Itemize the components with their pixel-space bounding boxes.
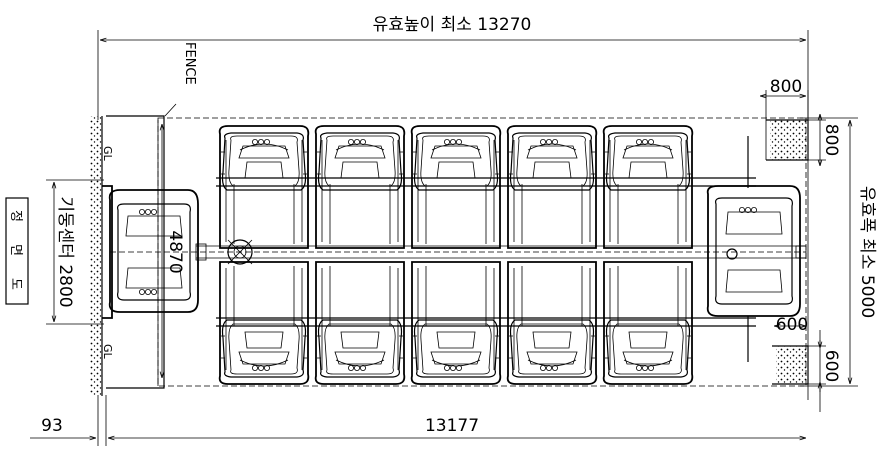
gl-top-label: GL	[101, 146, 114, 162]
front-view-label-char-2: 면	[8, 244, 23, 256]
bottom-left-dimension-label: 93	[41, 416, 63, 436]
bottom-overall-dimension: 93 13177	[30, 395, 806, 446]
top-overall-dimension-label: 유효높이 최소 13270	[373, 15, 532, 35]
top-right-horizontal-label: 800	[770, 77, 802, 97]
structure-outline	[110, 117, 807, 387]
lower-pallet-3	[410, 261, 502, 385]
right-vertical-dimension: 유효폭 최소 5000	[800, 117, 877, 387]
inner-vertical-dimension-label: 4870	[165, 230, 185, 273]
turntable-mechanism	[195, 239, 253, 265]
left-ground-wall: GL GL	[90, 116, 114, 396]
upper-pallet-1	[218, 125, 310, 249]
upper-pallet-5	[602, 125, 694, 249]
front-view-label-char-1: 정	[8, 210, 23, 222]
upper-pallet-2	[314, 125, 406, 249]
top-right-corner-detail: 800 800	[760, 77, 841, 166]
top-right-vertical-label: 800	[821, 124, 841, 156]
fence: FENCE	[106, 42, 197, 389]
right-vertical-dimension-label: 유효폭 최소 5000	[857, 186, 877, 318]
fence-label: FENCE	[182, 42, 197, 85]
gl-bottom-label: GL	[101, 344, 114, 360]
exit-car	[706, 185, 807, 317]
front-view-label-char-3: 도	[8, 278, 23, 290]
rail-lines	[196, 136, 806, 362]
lower-parking-row	[218, 261, 694, 385]
lower-pallet-4	[506, 261, 598, 385]
bottom-overall-dimension-label: 13177	[425, 416, 479, 436]
bottom-right-vertical-label: 600	[821, 350, 841, 382]
bottom-right-corner-detail: 600 600	[772, 315, 841, 412]
inner-vertical-dimension: 4870	[162, 124, 185, 378]
front-view-label-box: 정 면 도	[5, 197, 29, 305]
upper-parking-row	[218, 125, 694, 249]
top-overall-dimension: 유효높이 최소 13270	[97, 15, 809, 400]
lower-pallet-2	[314, 261, 406, 385]
bottom-right-horizontal-label: 600	[776, 315, 808, 335]
upper-pallet-4	[506, 125, 598, 249]
entry-car	[108, 189, 199, 313]
lower-pallet-5	[602, 261, 694, 385]
lower-pallet-1	[218, 261, 310, 385]
left-vertical-dimension-label: 기둥센터 2800	[55, 196, 75, 307]
upper-pallet-3	[410, 125, 502, 249]
